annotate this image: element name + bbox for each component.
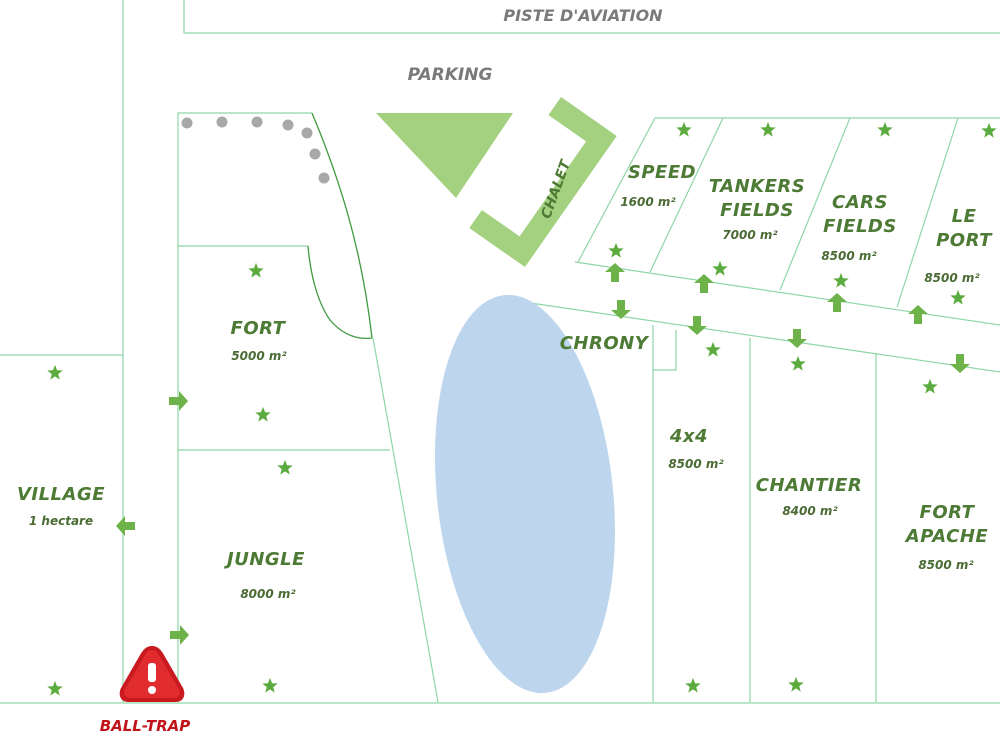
- zone-fort-apache-name-1: FORT: [920, 502, 976, 523]
- arrow-down-icon: [950, 354, 970, 373]
- star-icon: [922, 378, 938, 394]
- zone-speed-name: SPEED: [628, 162, 696, 183]
- zone-cars-name-2: FIELDS: [823, 216, 897, 237]
- runway-label: PISTE D'AVIATION: [503, 6, 663, 25]
- zone-fort-apache-area: 8500 m²: [918, 558, 974, 572]
- star-icon: [790, 355, 806, 371]
- parking-area: [376, 113, 513, 198]
- arrow-up-icon: [827, 293, 847, 312]
- zone-speed-area: 1600 m²: [620, 195, 676, 209]
- star-icon: [277, 459, 293, 475]
- zone-fort-name: FORT: [231, 318, 287, 339]
- star-icon: [255, 406, 271, 422]
- star-icon: [248, 262, 264, 278]
- zone-port-name-1: LE: [952, 206, 977, 227]
- star-icon: [608, 242, 624, 258]
- zone-borders: [0, 0, 1000, 704]
- ball-trap-warning: BALL-TRAP: [100, 646, 191, 735]
- zone-chantier-area: 8400 m²: [782, 504, 838, 518]
- zone-port-area: 8500 m²: [924, 271, 980, 285]
- star-icon: [262, 677, 278, 693]
- star-icon: [47, 680, 63, 696]
- ball-trap-label: BALL-TRAP: [100, 717, 191, 735]
- lake: [435, 294, 615, 694]
- arrow-left-icon: [116, 516, 135, 536]
- arrow-down-icon: [611, 300, 631, 319]
- zone-4x4-area: 8500 m²: [668, 457, 724, 471]
- arrow-down-icon: [787, 329, 807, 348]
- zone-jungle-name: JUNGLE: [224, 549, 305, 570]
- zone-fort-area: 5000 m²: [231, 349, 287, 363]
- star-icon: [676, 121, 692, 137]
- zone-village-name: VILLAGE: [17, 484, 105, 505]
- chrony-label: CHRONY: [560, 333, 650, 354]
- zone-tankers-area: 7000 m²: [722, 228, 778, 242]
- chalet-building: [469, 96, 617, 268]
- star-icon: [877, 121, 893, 137]
- zone-port-name-2: PORT: [936, 230, 993, 251]
- parking-label: PARKING: [408, 65, 493, 85]
- star-icon: [705, 341, 721, 357]
- zone-tankers-name-2: FIELDS: [720, 200, 794, 221]
- arrow-up-icon: [605, 263, 625, 282]
- zone-village-area: 1 hectare: [29, 514, 93, 528]
- arrow-right-icon: [170, 625, 189, 645]
- zone-4x4-name: 4x4: [669, 426, 708, 447]
- arrow-up-icon: [694, 274, 714, 293]
- zone-jungle-area: 8000 m²: [240, 587, 296, 601]
- zone-chantier-name: CHANTIER: [756, 475, 862, 496]
- star-icon: [833, 272, 849, 288]
- warning-icon: [119, 646, 185, 702]
- star-icon: [760, 121, 776, 137]
- star-icon: [685, 677, 701, 693]
- fort-perimeter-dots: [181, 116, 330, 184]
- star-icon: [712, 260, 728, 276]
- zone-fort-apache-name-2: APACHE: [904, 526, 989, 547]
- star-icon: [788, 676, 804, 692]
- star-icon: [47, 364, 63, 380]
- zone-cars-area: 8500 m²: [821, 249, 877, 263]
- arrow-up-icon: [908, 305, 928, 324]
- arrow-down-icon: [687, 316, 707, 335]
- star-icon: [981, 122, 997, 138]
- zone-cars-name-1: CARS: [832, 192, 888, 213]
- star-icon: [950, 289, 966, 305]
- zone-tankers-name-1: TANKERS: [709, 176, 805, 197]
